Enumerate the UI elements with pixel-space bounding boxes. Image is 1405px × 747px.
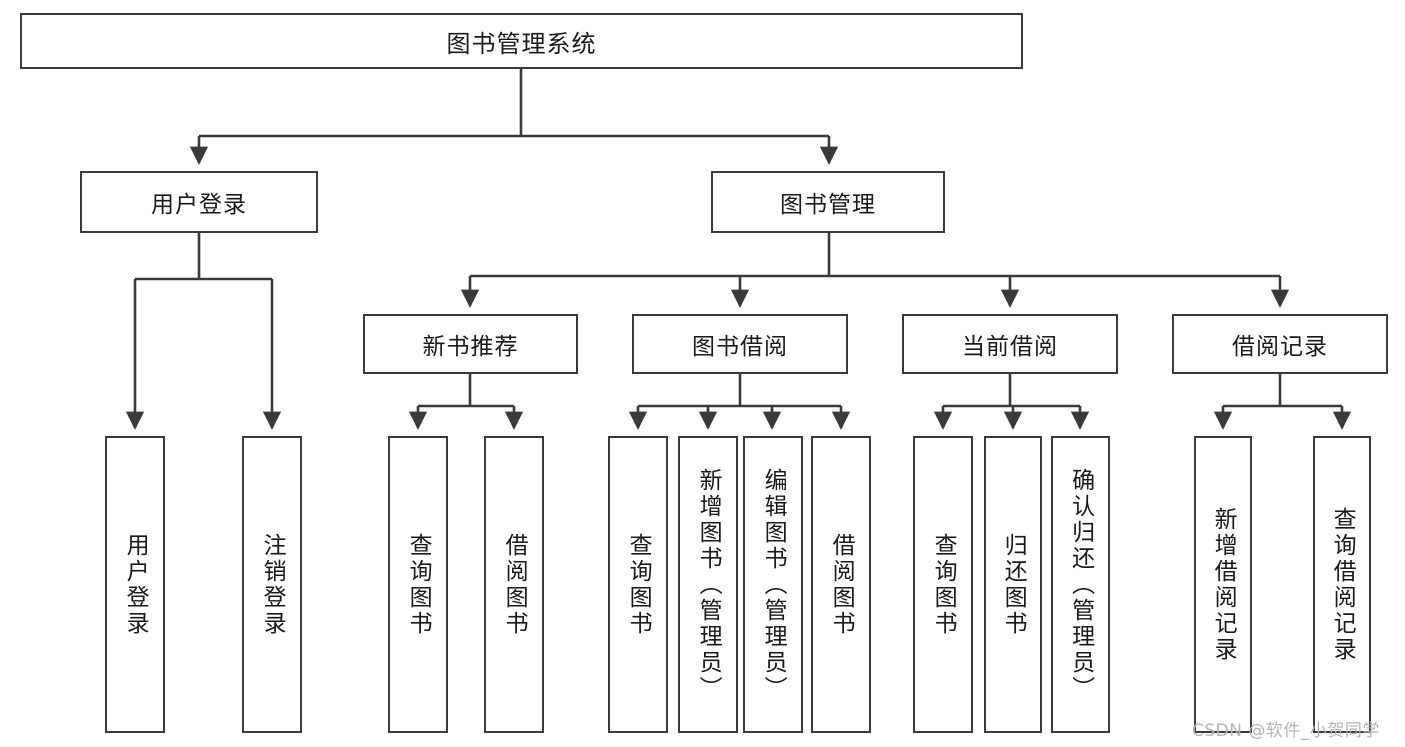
node-book-borrow-label: 图书借阅 <box>692 334 788 360</box>
node-new-book-recommend[interactable]: 新书推荐 <box>363 314 578 374</box>
leaf-confirm-return-admin-label: 确认归还（管理员） <box>1067 467 1094 702</box>
node-user-login-label: 用户登录 <box>151 192 247 218</box>
leaf-user-login-label: 用户登录 <box>122 532 149 637</box>
node-new-book-recommend-label: 新书推荐 <box>422 334 519 360</box>
node-book-management-label: 图书管理 <box>780 192 876 218</box>
node-book-borrow[interactable]: 图书借阅 <box>632 314 848 374</box>
leaf-borrow-book-recommend[interactable]: 借阅图书 <box>484 436 544 733</box>
leaf-user-login[interactable]: 用户登录 <box>105 436 165 733</box>
leaf-edit-book-admin-label: 编辑图书（管理员） <box>760 467 787 702</box>
leaf-user-logout[interactable]: 注销登录 <box>242 436 302 733</box>
leaf-query-borrow-record[interactable]: 查询借阅记录 <box>1313 436 1371 733</box>
node-root-label: 图书管理系统 <box>446 29 597 58</box>
node-borrow-record[interactable]: 借阅记录 <box>1172 314 1388 374</box>
leaf-add-book-admin-label: 新增图书（管理员） <box>695 467 722 702</box>
leaf-user-logout-label: 注销登录 <box>259 532 286 637</box>
node-current-borrow-label: 当前借阅 <box>962 334 1058 360</box>
leaf-edit-book-admin[interactable]: 编辑图书（管理员） <box>743 436 803 733</box>
leaf-query-book-label: 查询图书 <box>625 532 652 637</box>
leaf-query-borrow-record-label: 查询借阅记录 <box>1329 506 1356 663</box>
leaf-borrow-book-recommend-label: 借阅图书 <box>501 532 528 637</box>
node-current-borrow[interactable]: 当前借阅 <box>902 314 1118 374</box>
leaf-query-book-current-label: 查询图书 <box>930 532 957 637</box>
leaf-query-book-recommend[interactable]: 查询图书 <box>388 436 448 733</box>
leaf-borrow-book[interactable]: 借阅图书 <box>811 436 871 733</box>
leaf-add-borrow-record-label: 新增借阅记录 <box>1210 506 1237 663</box>
watermark: CSDN @软件_小贺同学 <box>1192 721 1380 741</box>
node-borrow-record-label: 借阅记录 <box>1232 334 1328 360</box>
leaf-query-book-recommend-label: 查询图书 <box>405 532 432 637</box>
leaf-query-book-current[interactable]: 查询图书 <box>913 436 973 733</box>
leaf-confirm-return-admin[interactable]: 确认归还（管理员） <box>1051 436 1110 733</box>
node-book-management[interactable]: 图书管理 <box>711 171 945 233</box>
leaf-return-book-label: 归还图书 <box>1000 532 1027 637</box>
leaf-add-book-admin[interactable]: 新增图书（管理员） <box>678 436 738 733</box>
leaf-query-book[interactable]: 查询图书 <box>608 436 668 733</box>
leaf-borrow-book-label: 借阅图书 <box>828 532 855 637</box>
leaf-add-borrow-record[interactable]: 新增借阅记录 <box>1194 436 1252 733</box>
node-user-login[interactable]: 用户登录 <box>80 171 318 233</box>
node-root[interactable]: 图书管理系统 <box>20 13 1023 69</box>
leaf-return-book[interactable]: 归还图书 <box>984 436 1042 733</box>
